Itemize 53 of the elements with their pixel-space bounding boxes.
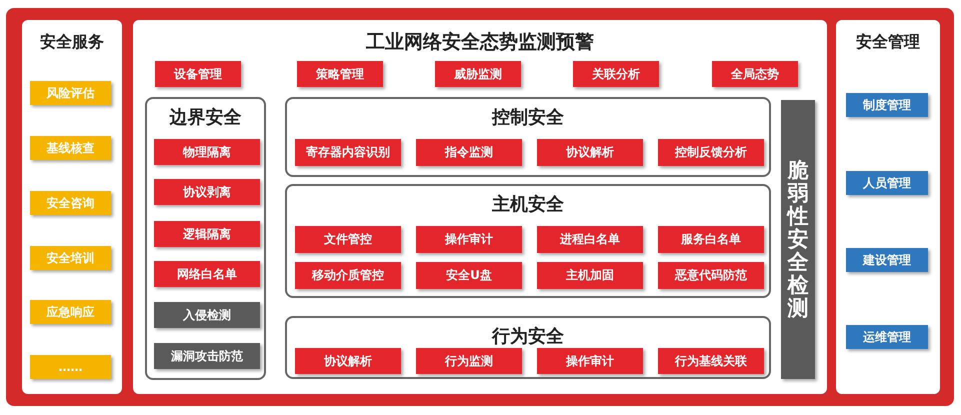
section-panel bbox=[133, 20, 827, 394]
function-tag: 恶意代码防范 bbox=[658, 262, 764, 289]
function-tag: 安全咨询 bbox=[30, 191, 111, 215]
function-tag: 进程白名单 bbox=[537, 226, 643, 253]
section-panel bbox=[22, 20, 122, 394]
function-tag: 基线核查 bbox=[30, 136, 111, 160]
function-tag: …… bbox=[30, 355, 111, 379]
function-tag: 建设管理 bbox=[846, 248, 928, 272]
function-tag: 策略管理 bbox=[297, 61, 383, 87]
function-tag: 服务白名单 bbox=[658, 226, 764, 253]
function-tag: 移动介质管控 bbox=[295, 262, 401, 289]
panel-title: 安全管理 bbox=[856, 32, 920, 51]
group-panel bbox=[145, 97, 266, 380]
function-tag: 操作审计 bbox=[537, 348, 643, 374]
panel-title: 边界安全 bbox=[170, 107, 242, 128]
function-tag: 人员管理 bbox=[846, 171, 928, 195]
function-tag: 网络白名单 bbox=[154, 261, 260, 287]
function-tag: 关联分析 bbox=[573, 61, 659, 87]
function-tag: 全局态势 bbox=[712, 61, 798, 87]
function-tag: 寄存器内容识别 bbox=[295, 139, 401, 166]
panel-title: 行为安全 bbox=[492, 326, 564, 347]
function-tag: 逻辑隔离 bbox=[154, 221, 260, 247]
group-panel bbox=[285, 316, 771, 379]
function-tag: 行为基线关联 bbox=[658, 348, 764, 374]
function-tag: 协议剥离 bbox=[154, 179, 260, 205]
group-panel bbox=[285, 97, 771, 177]
panel-title: 控制安全 bbox=[492, 107, 564, 128]
function-tag: 文件管控 bbox=[295, 226, 401, 253]
function-tag: 协议解析 bbox=[295, 348, 401, 374]
function-tag: 操作审计 bbox=[416, 226, 522, 253]
panel-title: 主机安全 bbox=[492, 194, 564, 215]
function-tag: 行为监测 bbox=[416, 348, 522, 374]
function-tag: 应急响应 bbox=[30, 300, 111, 324]
function-tag: 设备管理 bbox=[155, 61, 241, 87]
function-tag: 制度管理 bbox=[846, 93, 928, 117]
group-panel bbox=[285, 184, 771, 298]
function-tag: 漏洞攻击防范 bbox=[154, 343, 260, 369]
function-tag: 风险评估 bbox=[30, 81, 111, 105]
function-tag: 控制反馈分析 bbox=[658, 139, 764, 166]
panel-title: 工业网络安全态势监测预警 bbox=[366, 31, 594, 53]
function-tag: 威胁监测 bbox=[435, 61, 521, 87]
vertical-bar bbox=[781, 100, 815, 379]
function-tag: 协议解析 bbox=[537, 139, 643, 166]
function-tag: 物理隔离 bbox=[154, 139, 260, 165]
function-tag: 安全培训 bbox=[30, 246, 111, 270]
function-tag: 指令监测 bbox=[416, 139, 522, 166]
function-tag: 主机加固 bbox=[537, 262, 643, 289]
function-tag: 入侵检测 bbox=[154, 302, 260, 328]
function-tag: 安全U盘 bbox=[416, 262, 522, 289]
bar-label: 脆弱性安全检测 bbox=[788, 158, 808, 320]
section-panel bbox=[836, 20, 940, 394]
function-tag: 运维管理 bbox=[846, 325, 928, 349]
panel-title: 安全服务 bbox=[40, 32, 104, 51]
